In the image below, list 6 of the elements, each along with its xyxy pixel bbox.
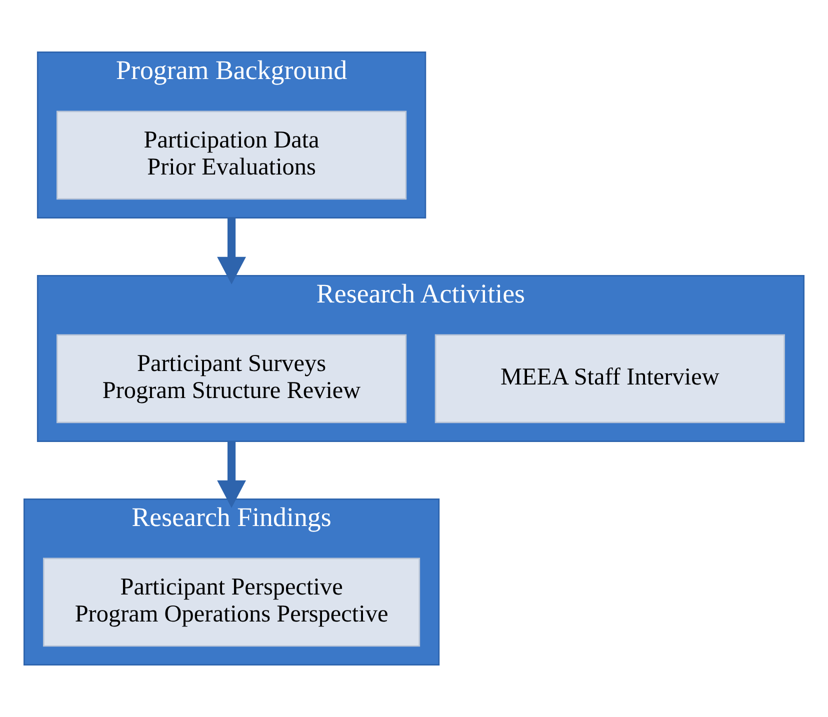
node-box: MEEA Staff Interview xyxy=(434,334,785,424)
arrow xyxy=(217,218,246,284)
arrow xyxy=(217,441,246,508)
node-box: Participant Surveys Program Structure Review xyxy=(56,334,407,424)
node-box: Participation Data Prior Evaluations xyxy=(56,110,407,200)
node-box: Participant Perspective Program Operations Perspective xyxy=(43,558,420,647)
